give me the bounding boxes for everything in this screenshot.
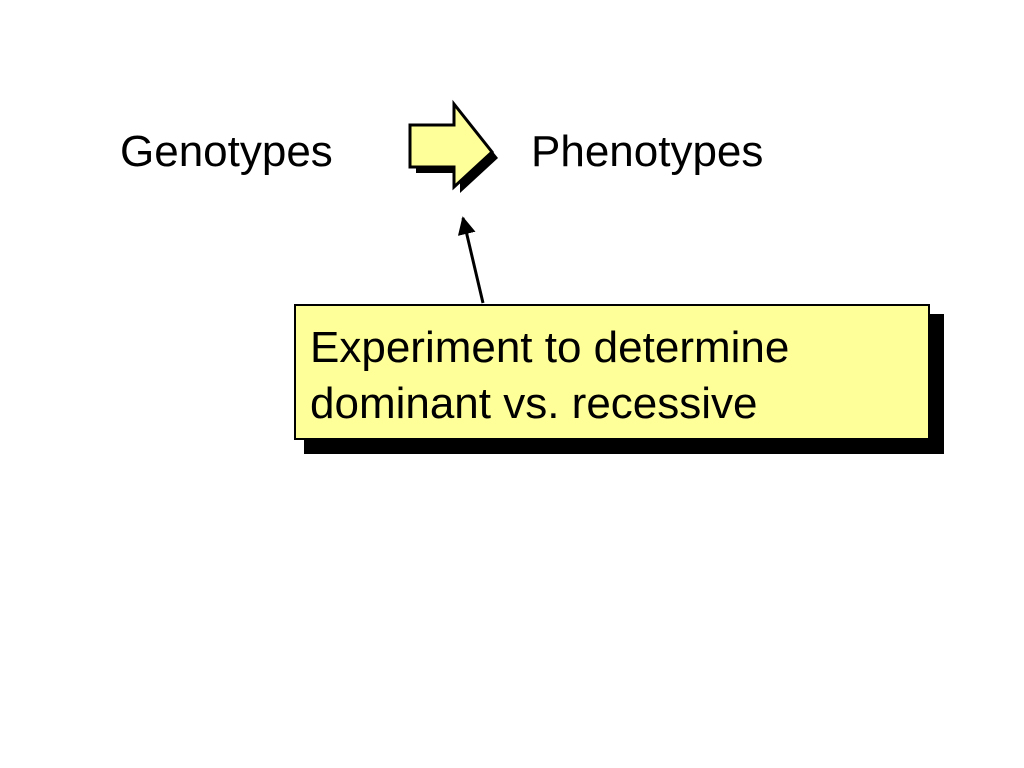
phenotypes-label: Phenotypes <box>531 127 764 176</box>
experiment-callout: Experiment to determine dominant vs. rec… <box>294 304 930 440</box>
block-arrow-shadow <box>416 111 498 193</box>
up-arrow-icon <box>457 216 485 304</box>
callout-line-2: dominant vs. recessive <box>310 379 758 428</box>
callout-line-1: Experiment to determine <box>310 323 790 372</box>
genotypes-label: Genotypes <box>120 127 333 176</box>
block-right-arrow-icon <box>408 99 495 191</box>
